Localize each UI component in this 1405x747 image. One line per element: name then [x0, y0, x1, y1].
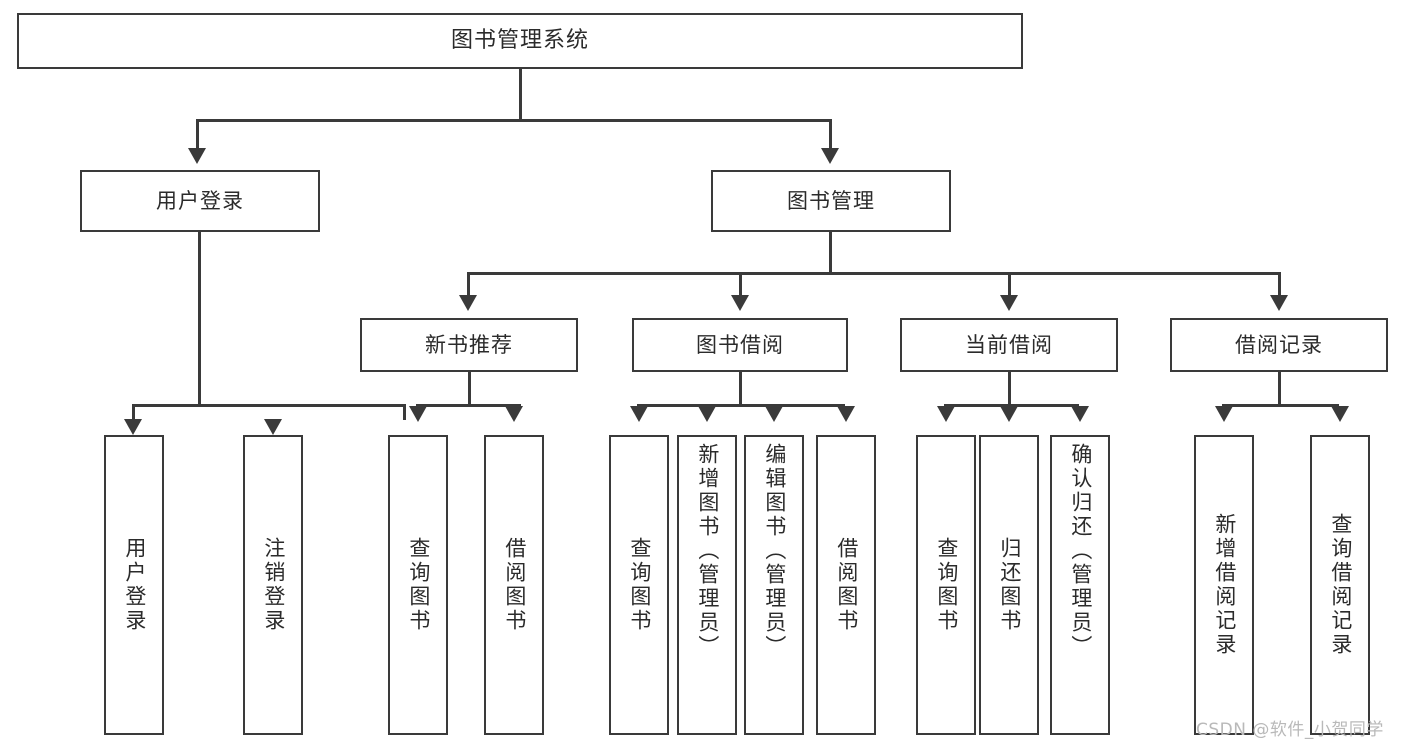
node-book-borrow-label: 图书借阅 [696, 332, 784, 357]
node-root[interactable]: 图书管理系统 [17, 13, 1023, 69]
leaf-current-borrow-1[interactable]: 查询图书 [916, 435, 976, 735]
node-borrow-record[interactable]: 借阅记录 [1170, 318, 1388, 372]
connector-book-borrow-bus [637, 404, 845, 407]
connector-book-manage-stem [829, 232, 832, 274]
connector-root-bus [196, 119, 832, 122]
arrow-new-book-c1 [409, 406, 427, 422]
leaf-book-borrow-4[interactable]: 借阅图书 [816, 435, 876, 735]
arrow-book-borrow-c3 [765, 406, 783, 422]
connector-user-login-child2 [403, 404, 406, 420]
node-user-login[interactable]: 用户登录 [80, 170, 320, 232]
connector-root-to-user-login [196, 119, 199, 149]
connector-root-stem [519, 69, 522, 121]
arrow-root-to-user-login [188, 148, 206, 164]
connector-user-login-bus [132, 404, 406, 407]
node-new-book-recommend[interactable]: 新书推荐 [360, 318, 578, 372]
node-user-login-label: 用户登录 [156, 188, 244, 213]
node-book-manage[interactable]: 图书管理 [711, 170, 951, 232]
connector-book-manage-c1 [467, 272, 470, 296]
arrow-book-manage-c4 [1270, 295, 1288, 311]
leaf-book-borrow-3[interactable]: 编辑图书（管理员） [744, 435, 804, 735]
arrow-book-borrow-c2 [698, 406, 716, 422]
connector-current-borrow-bus [944, 404, 1079, 407]
node-new-book-recommend-label: 新书推荐 [425, 332, 513, 357]
leaf-borrow-record-2-label: 查询借阅记录 [1328, 513, 1353, 657]
connector-user-login-child1 [132, 404, 135, 420]
leaf-book-borrow-1[interactable]: 查询图书 [609, 435, 669, 735]
connector-user-login-stem [198, 232, 201, 407]
leaf-new-book-1-label: 查询图书 [406, 537, 431, 633]
node-book-borrow[interactable]: 图书借阅 [632, 318, 848, 372]
leaf-new-book-1[interactable]: 查询图书 [388, 435, 448, 735]
node-root-label: 图书管理系统 [450, 28, 589, 54]
leaf-book-borrow-2[interactable]: 新增图书（管理员） [677, 435, 737, 735]
leaf-user-login-2-label: 注销登录 [261, 537, 286, 633]
arrow-book-borrow-c1 [630, 406, 648, 422]
arrow-user-login-child1 [124, 419, 142, 435]
leaf-current-borrow-3[interactable]: 确认归还（管理员） [1050, 435, 1110, 735]
arrow-book-manage-c1 [459, 295, 477, 311]
connector-root-to-book-manage [829, 119, 832, 149]
leaf-borrow-record-1-label: 新增借阅记录 [1212, 513, 1237, 657]
arrow-current-borrow-c3 [1071, 406, 1089, 422]
arrow-new-book-c2 [505, 406, 523, 422]
arrow-book-borrow-c4 [837, 406, 855, 422]
connector-current-borrow-stem [1008, 372, 1011, 406]
leaf-book-borrow-3-label: 编辑图书（管理员） [762, 443, 787, 659]
leaf-book-borrow-2-label: 新增图书（管理员） [695, 443, 720, 659]
connector-book-manage-c4 [1278, 272, 1281, 296]
leaf-user-login-2[interactable]: 注销登录 [243, 435, 303, 735]
connector-book-manage-bus [467, 272, 1281, 275]
leaf-user-login-1[interactable]: 用户登录 [104, 435, 164, 735]
connector-new-book-bus [416, 404, 521, 407]
leaf-book-borrow-1-label: 查询图书 [627, 537, 652, 633]
leaf-current-borrow-3-label: 确认归还（管理员） [1068, 443, 1093, 659]
arrow-current-borrow-c1 [937, 406, 955, 422]
leaf-borrow-record-1[interactable]: 新增借阅记录 [1194, 435, 1254, 735]
connector-book-manage-c2 [739, 272, 742, 296]
node-book-manage-label: 图书管理 [787, 188, 875, 213]
leaf-new-book-2-label: 借阅图书 [502, 537, 527, 633]
arrow-book-manage-c3 [1000, 295, 1018, 311]
node-current-borrow[interactable]: 当前借阅 [900, 318, 1118, 372]
leaf-current-borrow-1-label: 查询图书 [934, 537, 959, 633]
connector-borrow-record-bus [1222, 404, 1339, 407]
leaf-user-login-1-label: 用户登录 [122, 537, 147, 633]
arrow-borrow-record-c1 [1215, 406, 1233, 422]
arrow-current-borrow-c2 [1000, 406, 1018, 422]
connector-new-book-stem [468, 372, 471, 406]
arrow-root-to-book-manage [821, 148, 839, 164]
node-borrow-record-label: 借阅记录 [1235, 332, 1323, 357]
node-current-borrow-label: 当前借阅 [965, 332, 1053, 357]
arrow-borrow-record-c2 [1331, 406, 1349, 422]
connector-borrow-record-stem [1278, 372, 1281, 406]
connector-book-manage-c3 [1008, 272, 1011, 296]
leaf-book-borrow-4-label: 借阅图书 [834, 537, 859, 633]
leaf-current-borrow-2[interactable]: 归还图书 [979, 435, 1039, 735]
leaf-new-book-2[interactable]: 借阅图书 [484, 435, 544, 735]
connector-book-borrow-stem [739, 372, 742, 406]
leaf-current-borrow-2-label: 归还图书 [997, 537, 1022, 633]
arrow-book-manage-c2 [731, 295, 749, 311]
leaf-borrow-record-2[interactable]: 查询借阅记录 [1310, 435, 1370, 735]
arrow-user-login-child2 [264, 419, 282, 435]
